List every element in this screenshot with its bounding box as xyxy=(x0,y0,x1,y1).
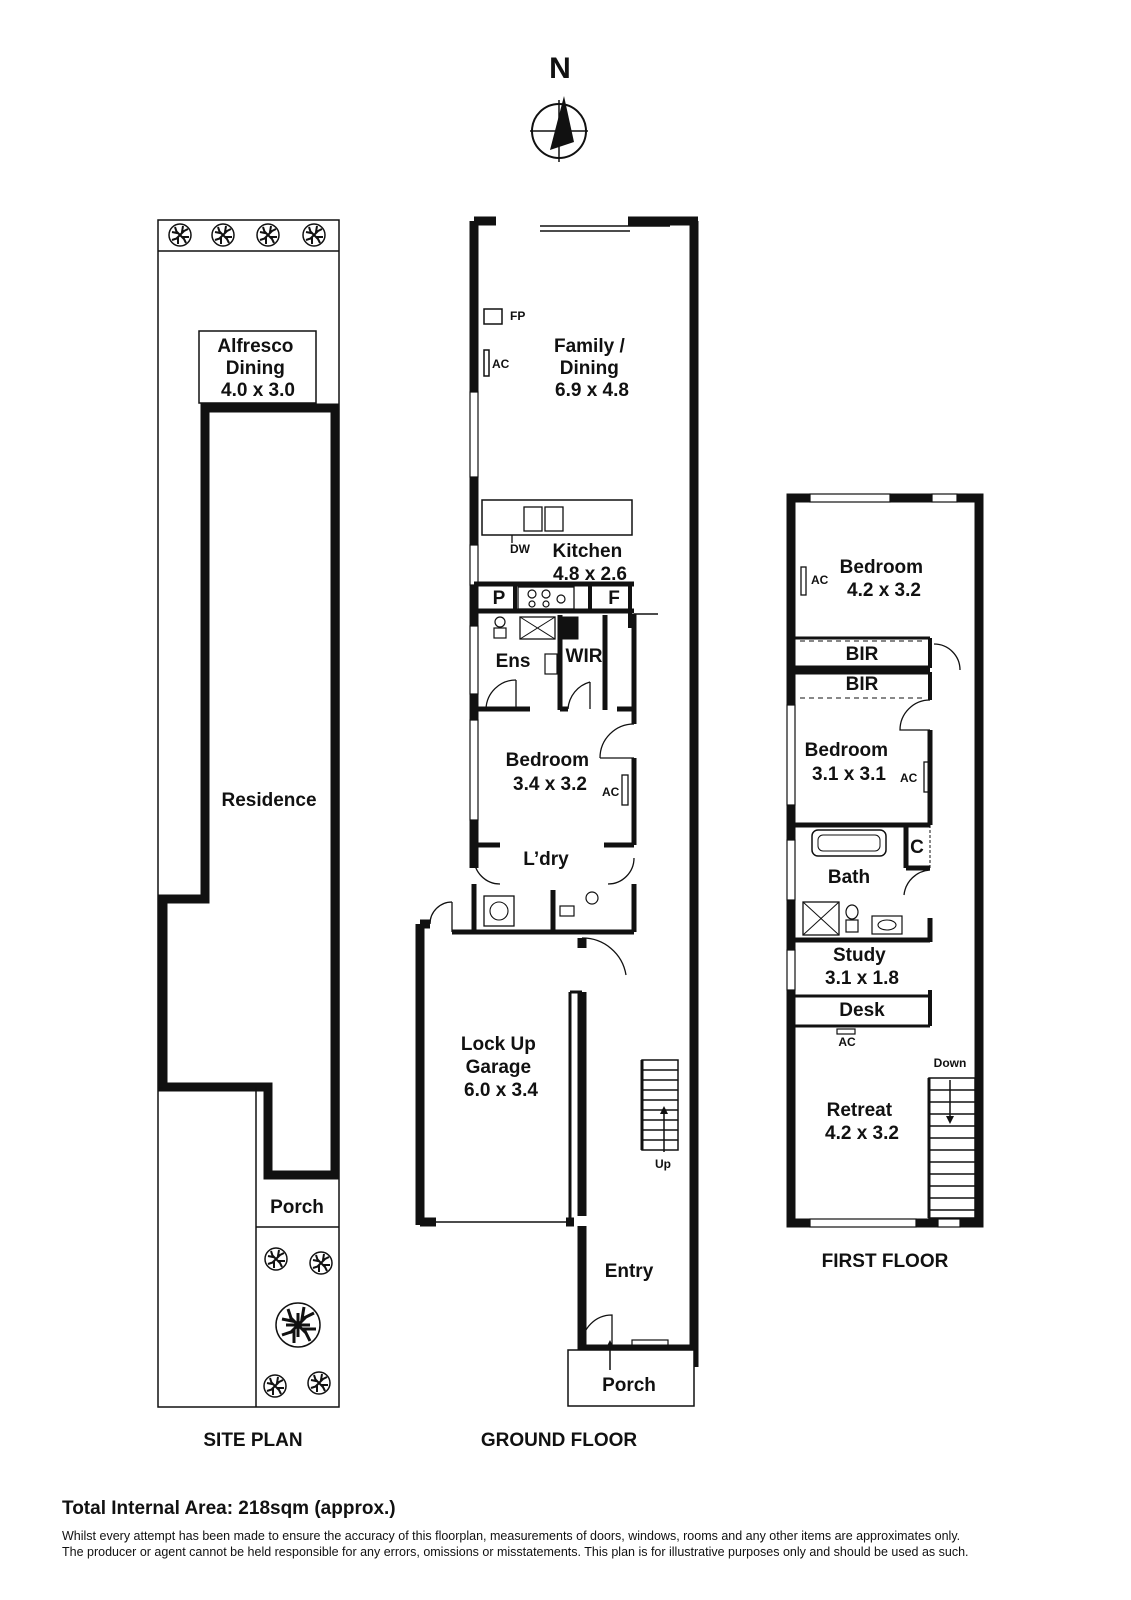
dishwasher-label: DW xyxy=(510,542,531,556)
kitchen-label: Kitchen 4.8 x 2.6 xyxy=(553,541,628,585)
tree-icon xyxy=(211,223,235,247)
bedroom-2-ac-label: AC xyxy=(900,771,918,785)
bedroom-1-label: Bedroom 4.2 x 3.2 xyxy=(840,557,929,601)
ground-floor-labels: FP AC Family / Dining 6.9 x 4.8 DW Kitch… xyxy=(461,309,671,1451)
north-arrow-icon xyxy=(550,96,574,150)
site-plan-caption: SITE PLAN xyxy=(203,1430,302,1451)
fireplace-label: FP xyxy=(510,309,525,323)
entry-label: Entry xyxy=(605,1261,654,1282)
tree-icon xyxy=(274,1301,322,1349)
tree-icon xyxy=(302,223,326,247)
north-label: N xyxy=(549,52,571,85)
bedroom-1-ac-label: AC xyxy=(811,573,829,587)
fridge-label: F xyxy=(608,588,620,609)
tree-icon xyxy=(256,223,280,247)
residence-footprint xyxy=(158,403,340,1180)
ground-floor-plan xyxy=(415,216,699,1407)
ground-floor-caption: GROUND FLOOR xyxy=(481,1430,637,1451)
first-floor-plan xyxy=(786,493,984,1228)
ensuite-label: Ens xyxy=(496,651,531,672)
ground-porch-label: Porch xyxy=(602,1375,656,1396)
stairs-down-label: Down xyxy=(934,1056,967,1070)
study-ac-label: AC xyxy=(838,1035,856,1049)
total-internal-area: Total Internal Area: 218sqm (approx.) xyxy=(62,1498,396,1519)
first-floor-caption: FIRST FLOOR xyxy=(822,1251,949,1272)
residence-label: Residence xyxy=(221,790,316,811)
stairs-up-label: Up xyxy=(655,1157,671,1171)
alfresco-label: Alfresco Dining 4.0 x 3.0 xyxy=(217,336,298,401)
ground-bedroom-label: Bedroom 3.4 x 3.2 xyxy=(506,750,595,795)
bir-2-label: BIR xyxy=(846,674,879,695)
disclaimer-line-2: The producer or agent cannot be held res… xyxy=(62,1545,969,1559)
site-porch-label: Porch xyxy=(270,1197,324,1218)
tree-icon xyxy=(307,1371,331,1395)
north-compass: N xyxy=(530,52,588,162)
bedroom-2-label: Bedroom 3.1 x 3.1 xyxy=(805,740,894,785)
bath-label: Bath xyxy=(828,867,870,888)
alfresco-area xyxy=(198,330,317,404)
bedroom-ac-label: AC xyxy=(602,785,620,799)
entry-arrow-icon xyxy=(606,1340,614,1348)
stairs-up-arrow-icon xyxy=(660,1106,668,1114)
tree-icon xyxy=(168,223,192,247)
first-floor-labels: Bedroom 4.2 x 3.2 AC BIR BIR Bedroom 3.1… xyxy=(805,557,967,1272)
family-ac-label: AC xyxy=(492,357,510,371)
bir-1-label: BIR xyxy=(846,644,879,665)
wir-label: WIR xyxy=(566,646,603,667)
retreat-label: Retreat 4.2 x 3.2 xyxy=(825,1100,899,1144)
family-dining-label: Family / Dining 6.9 x 4.8 xyxy=(554,336,630,401)
garage-label: Lock Up Garage 6.0 x 3.4 xyxy=(461,1034,541,1101)
linen-cupboard-label: C xyxy=(910,837,924,858)
footer: Total Internal Area: 218sqm (approx.) Wh… xyxy=(62,1498,1102,1560)
front-porch xyxy=(567,1349,695,1407)
study-label: Study 3.1 x 1.8 xyxy=(825,945,899,989)
laundry-label: L’dry xyxy=(523,849,569,870)
desk-label: Desk xyxy=(839,1000,885,1021)
stairs-down-arrow-icon xyxy=(946,1116,954,1124)
tree-icon xyxy=(264,1247,288,1271)
pantry-label: P xyxy=(493,588,506,609)
site-plan: Alfresco Dining 4.0 x 3.0 Residence Porc… xyxy=(157,219,340,1451)
tree-icon xyxy=(263,1374,287,1398)
tree-icon xyxy=(309,1251,333,1275)
disclaimer-line-1: Whilst every attempt has been made to en… xyxy=(62,1529,961,1543)
